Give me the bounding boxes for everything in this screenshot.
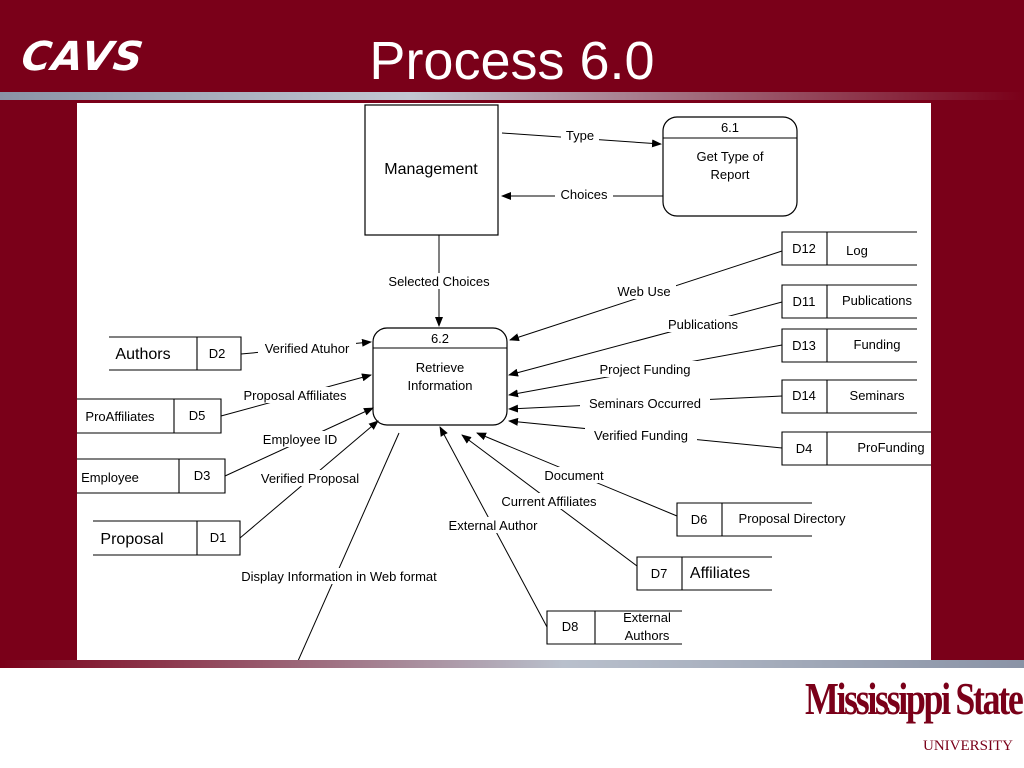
store-d4: D4 ProFunding xyxy=(781,431,931,466)
management-label: Management xyxy=(384,161,478,178)
store-d2: Authors D2 xyxy=(109,336,242,371)
svg-text:D12: D12 xyxy=(792,241,816,256)
store-d8: D8 External Authors xyxy=(546,610,682,645)
flow-verified-proposal: Verified Proposal xyxy=(239,420,379,539)
svg-text:Verified Proposal: Verified Proposal xyxy=(261,471,359,486)
svg-text:Publications: Publications xyxy=(668,317,739,332)
svg-text:D3: D3 xyxy=(194,468,211,483)
svg-text:Current Affiliates: Current Affiliates xyxy=(501,494,597,509)
svg-text:Choices: Choices xyxy=(561,187,608,202)
svg-text:Type: Type xyxy=(566,128,594,143)
svg-text:D13: D13 xyxy=(792,338,816,353)
process-6-2-line2: Information xyxy=(407,378,472,393)
svg-text:Authors: Authors xyxy=(115,346,170,363)
process-6-2-id: 6.2 xyxy=(431,331,449,346)
svg-text:Employee ID: Employee ID xyxy=(263,432,337,447)
flow-publications: Publications xyxy=(508,301,783,377)
svg-text:D7: D7 xyxy=(651,566,668,581)
university-subtitle: UNIVERSITY xyxy=(923,738,1013,754)
flow-display-information: Display Information in Web format xyxy=(225,432,453,661)
svg-text:Funding: Funding xyxy=(854,337,901,352)
flow-seminars-occurred: Seminars Occurred xyxy=(508,395,783,413)
svg-text:D5: D5 xyxy=(189,408,206,423)
title-divider xyxy=(0,92,1024,100)
svg-text:ProAffiliates: ProAffiliates xyxy=(85,409,155,424)
svg-text:Selected Choices: Selected Choices xyxy=(388,274,490,289)
svg-text:Verified Funding: Verified Funding xyxy=(594,428,688,443)
svg-text:Proposal Directory: Proposal Directory xyxy=(739,511,846,526)
svg-text:D8: D8 xyxy=(562,619,579,634)
svg-text:D14: D14 xyxy=(792,388,816,403)
process-6-1-line2: Report xyxy=(710,167,749,182)
svg-text:Proposal: Proposal xyxy=(100,531,163,548)
svg-text:Affiliates: Affiliates xyxy=(690,565,750,582)
flow-type: Type xyxy=(501,128,662,148)
svg-text:Project Funding: Project Funding xyxy=(599,362,690,377)
flow-web-use: Web Use xyxy=(509,250,783,342)
flow-document: Document xyxy=(476,432,678,517)
store-d3: Employee D3 xyxy=(77,458,226,494)
store-d14: D14 Seminars xyxy=(781,379,917,414)
process-6-2: 6.2 Retrieve Information xyxy=(372,327,508,426)
svg-text:Document: Document xyxy=(544,468,604,483)
svg-text:External Author: External Author xyxy=(449,518,539,533)
flow-project-funding: Project Funding xyxy=(508,344,783,398)
data-flow-diagram: Management 6.1 Get Type of Report 6.2 Re… xyxy=(77,103,931,661)
management-entity: Management xyxy=(364,104,499,236)
process-6-1: 6.1 Get Type of Report xyxy=(662,116,798,217)
svg-text:Employee: Employee xyxy=(81,470,139,485)
svg-text:D6: D6 xyxy=(691,512,708,527)
store-d12: D12 Log xyxy=(781,231,917,266)
svg-text:External: External xyxy=(623,610,671,625)
university-name: Mississippi State xyxy=(805,673,1024,724)
svg-text:D4: D4 xyxy=(796,441,813,456)
svg-text:D11: D11 xyxy=(793,294,816,309)
store-d1: Proposal D1 xyxy=(93,520,241,556)
flow-choices: Choices xyxy=(501,187,663,202)
flow-selected-choices: Selected Choices xyxy=(378,235,500,327)
store-d6: D6 Proposal Directory xyxy=(676,502,846,537)
flow-external-author: External Author xyxy=(439,426,548,628)
slide-title: Process 6.0 xyxy=(369,31,655,91)
svg-text:Proposal Affiliates: Proposal Affiliates xyxy=(243,388,347,403)
svg-text:Web Use: Web Use xyxy=(617,284,670,299)
svg-text:Display Information in Web for: Display Information in Web format xyxy=(241,569,437,584)
flow-proposal-affiliates: Proposal Affiliates xyxy=(220,373,372,417)
svg-text:Publications: Publications xyxy=(842,293,913,308)
flow-current-affiliates: Current Affiliates xyxy=(461,434,638,567)
store-d13: D13 Funding xyxy=(781,328,917,363)
svg-text:ProFunding: ProFunding xyxy=(857,440,924,455)
mississippi-state-logo: Mississippi State UNIVERSITY xyxy=(805,676,1024,764)
svg-text:Verified Atuhor: Verified Atuhor xyxy=(265,341,350,356)
svg-text:Seminars Occurred: Seminars Occurred xyxy=(589,396,701,411)
flow-verified-funding: Verified Funding xyxy=(508,417,783,449)
process-6-1-line1: Get Type of xyxy=(697,149,764,164)
svg-text:Authors: Authors xyxy=(625,628,670,643)
svg-text:D2: D2 xyxy=(209,346,226,361)
process-6-2-line1: Retrieve xyxy=(416,360,464,375)
footer-divider xyxy=(0,660,1024,668)
svg-text:Seminars: Seminars xyxy=(850,388,905,403)
svg-text:D1: D1 xyxy=(210,530,227,545)
store-d11: D11 Publications xyxy=(781,284,917,319)
store-d5: ProAffiliates D5 xyxy=(77,398,222,434)
process-6-1-id: 6.1 xyxy=(721,120,739,135)
flow-verified-author: Verified Atuhor xyxy=(240,338,372,356)
svg-text:Log: Log xyxy=(846,243,868,258)
store-d7: D7 Affiliates xyxy=(636,556,772,591)
flow-employee-id: Employee ID xyxy=(224,407,374,477)
